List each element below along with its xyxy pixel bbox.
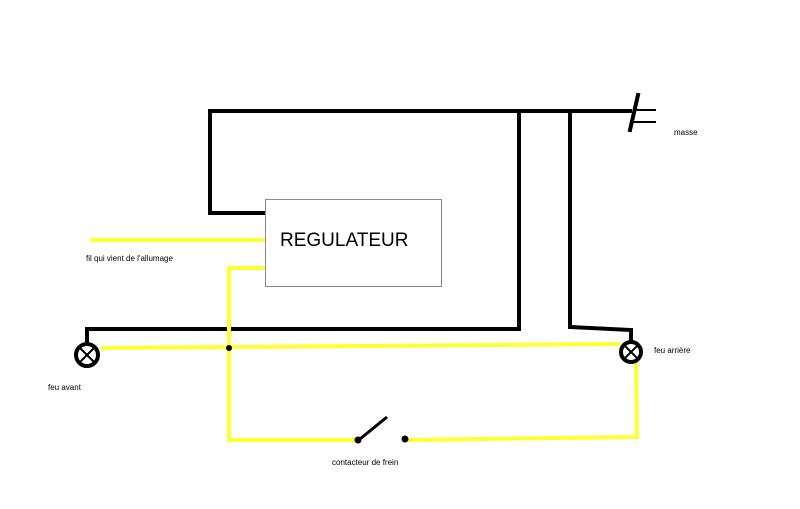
front-lamp-icon: [74, 342, 100, 368]
regulator-label: REGULATEUR: [280, 230, 409, 251]
brake-switch-label: contacteur de frein: [332, 458, 399, 467]
front-light-label: feu avant: [48, 383, 81, 392]
rear-light-label: feu arrière: [654, 346, 691, 355]
rear-lamp-icon: [619, 340, 643, 364]
ground-symbol-slash: [627, 92, 641, 133]
rear-ground-drop: [568, 109, 633, 344]
ignition-wire-label: fil qui vient de l'allumage: [86, 254, 173, 263]
brake-return-wire: [406, 361, 640, 442]
regulator-output-wire: [227, 266, 356, 442]
ground-wires: [85, 92, 656, 344]
regulator-ground-loop: [208, 109, 632, 215]
inner-ground-drop: [85, 109, 521, 342]
ground-label: masse: [674, 128, 698, 137]
signal-wires: [90, 238, 640, 442]
lights-wire: [100, 342, 621, 350]
brake-switch-symbol: [354, 415, 409, 444]
junction-dot: [226, 345, 232, 351]
regulator-box: [265, 199, 442, 287]
